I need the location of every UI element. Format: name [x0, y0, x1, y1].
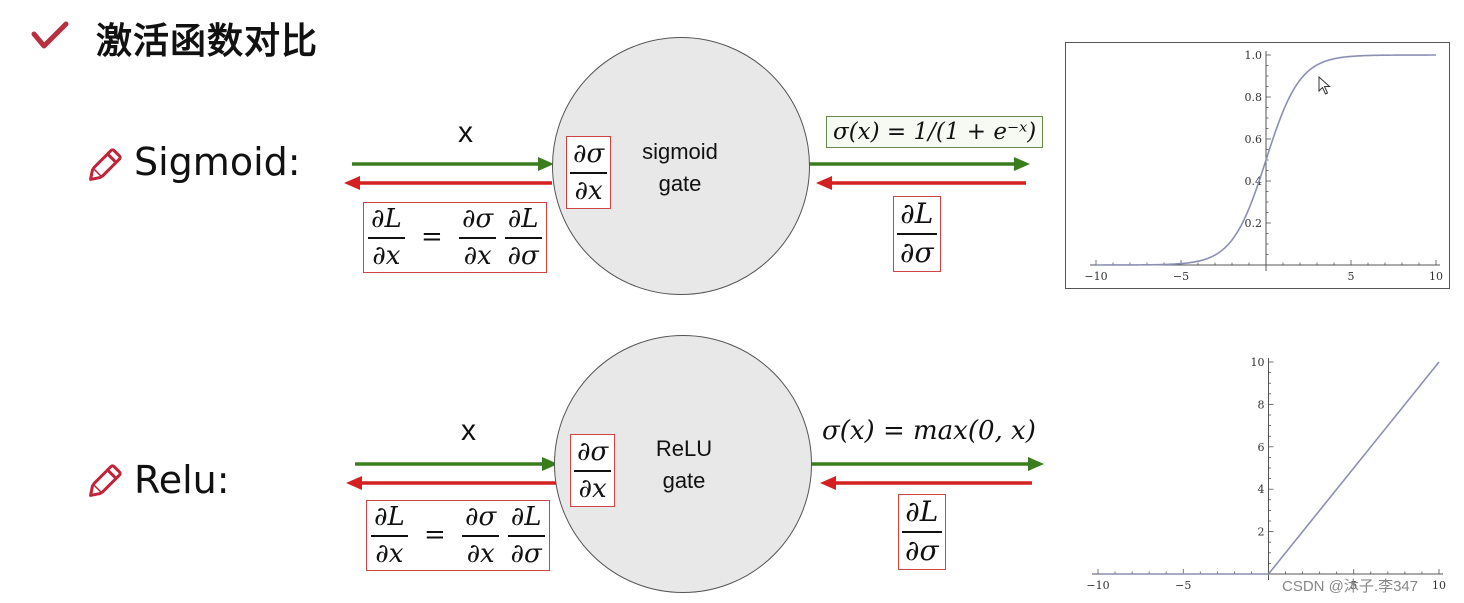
sigmoid-plot-frame — [1065, 42, 1450, 289]
relu-formula: σ(x) = max(0, x) — [822, 416, 1036, 446]
sigmoid-chain-equals: = — [420, 221, 443, 252]
sigmoid-chain-rule: ∂L ∂x = ∂σ ∂x ∂L ∂σ — [363, 202, 547, 274]
relu-upstream-den: ∂σ — [905, 533, 939, 567]
relu-gate-name: ReLU — [655, 436, 713, 461]
relu-gate-word: gate — [662, 467, 706, 493]
relu-chain-lhs-den: ∂x — [375, 538, 404, 569]
pencil-icon — [89, 148, 122, 181]
page-title: 激活函数对比 — [96, 21, 319, 62]
mouse-cursor-icon — [1318, 76, 1331, 95]
sigmoid-gate-name: sigmoid — [642, 139, 718, 164]
sigmoid-gate-label: sigmoid gate — [618, 136, 742, 200]
sigmoid-upstream-gradient: ∂L ∂σ — [893, 196, 941, 272]
sigmoid-arrows — [344, 157, 1030, 190]
relu-plot-x-tick-label: 10 — [1432, 579, 1446, 592]
relu-plot-y-tick-label: 2 — [1258, 526, 1265, 539]
sigmoid-plot-x-tick-label: 5 — [1348, 270, 1355, 283]
relu-plot-y-tick-label: 10 — [1251, 356, 1265, 369]
sigmoid-label: Sigmoid: — [134, 140, 301, 184]
relu-plot-x-tick-label: 5 — [1350, 579, 1357, 592]
relu-arrows — [346, 457, 1044, 490]
pencil-icon — [89, 464, 122, 497]
sigmoid-chain-b-den: ∂σ — [507, 240, 539, 271]
relu-plot-x-tick-label: −5 — [1175, 579, 1191, 592]
relu-plot-y-tick-label: 6 — [1258, 441, 1265, 454]
relu-label: Relu: — [134, 458, 230, 502]
sigmoid-plot-y-tick-label: 0.2 — [1245, 217, 1263, 230]
relu-local-grad-num: ∂σ — [577, 437, 609, 467]
sigmoid-input-x: x — [458, 116, 473, 149]
sigmoid-local-grad-den: ∂x — [574, 175, 603, 206]
sigmoid-plot-x-tick-label: 10 — [1429, 270, 1443, 283]
sigmoid-chain-lhs-den: ∂x — [372, 240, 401, 271]
relu-chain-a-num: ∂σ — [465, 502, 497, 532]
sigmoid-upstream-den: ∂σ — [900, 235, 934, 269]
relu-chain-rule: ∂L ∂x = ∂σ ∂x ∂L ∂σ — [366, 500, 550, 572]
check-icon — [31, 21, 69, 49]
sigmoid-local-grad-num: ∂σ — [573, 139, 605, 169]
watermark: CSDN @沐子.李347 — [1282, 578, 1419, 595]
sigmoid-plot-x-tick-label: −10 — [1084, 270, 1107, 283]
relu-local-grad-den: ∂x — [578, 473, 607, 504]
sigmoid-chain-lhs-num: ∂L — [371, 204, 402, 234]
relu-chain-b-den: ∂σ — [510, 538, 542, 569]
relu-upstream-gradient: ∂L ∂σ — [898, 494, 946, 570]
sigmoid-upstream-num: ∂L — [900, 197, 934, 230]
sigmoid-plot-y-tick-label: 0.6 — [1245, 133, 1263, 146]
relu-local-gradient: ∂σ ∂x — [570, 434, 616, 508]
sigmoid-chain-a-num: ∂σ — [462, 204, 494, 234]
sigmoid-formula: σ(x) = 1/(1 + e⁻ˣ) — [826, 116, 1044, 148]
relu-chain-a-den: ∂x — [466, 538, 495, 569]
relu-gate-label: ReLU gate — [622, 433, 746, 497]
relu-plot-curve — [1098, 361, 1440, 575]
relu-plot-y-tick-label: 8 — [1258, 398, 1265, 411]
relu-plot: −10 −5 5 10 2 4 6 8 10 — [1086, 356, 1446, 592]
relu-chain-equals: = — [423, 519, 446, 550]
relu-plot-x-tick-label: −10 — [1086, 579, 1109, 592]
sigmoid-plot-y-tick-label: 1.0 — [1245, 49, 1263, 62]
sigmoid-gate-word: gate — [658, 170, 702, 196]
sigmoid-local-gradient: ∂σ ∂x — [566, 136, 612, 210]
sigmoid-chain-a-den: ∂x — [463, 240, 492, 271]
sigmoid-plot-y-tick-label: 0.8 — [1245, 91, 1263, 104]
relu-input-x: x — [461, 414, 476, 447]
relu-chain-lhs-num: ∂L — [374, 502, 405, 532]
relu-upstream-num: ∂L — [905, 495, 939, 528]
sigmoid-chain-b-num: ∂L — [507, 204, 539, 234]
relu-chain-b-num: ∂L — [510, 502, 542, 532]
sigmoid-plot-x-tick-label: −5 — [1173, 270, 1189, 283]
relu-plot-y-tick-label: 4 — [1258, 483, 1265, 496]
sigmoid-plot-curve — [1096, 54, 1436, 266]
